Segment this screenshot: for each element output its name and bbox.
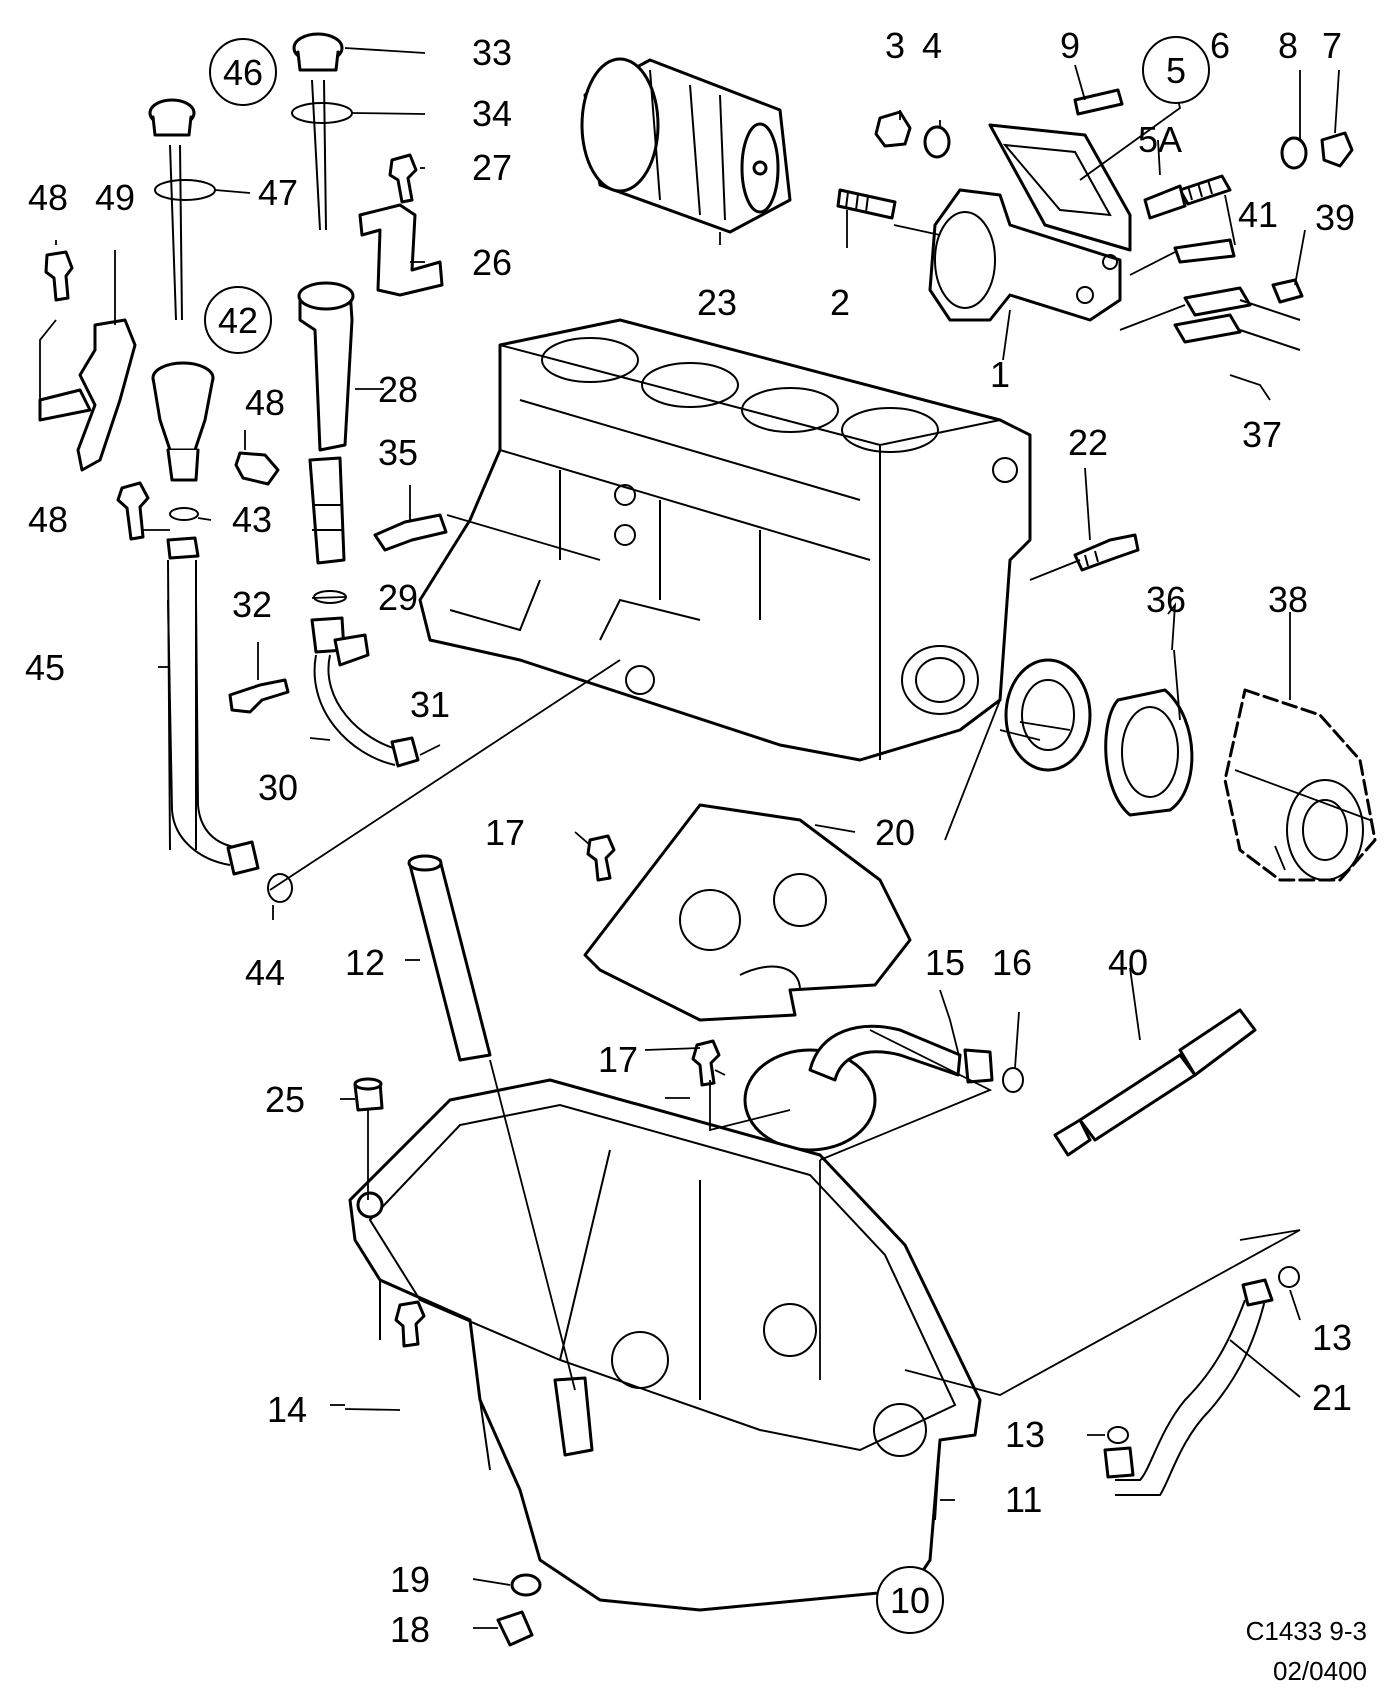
bracket-26 — [358, 203, 444, 297]
circled-callouts: 46 42 5 10 — [204, 36, 1210, 1634]
callout-20: 20 — [875, 812, 915, 853]
callout-48b: 48 — [245, 382, 285, 423]
callout-38: 38 — [1268, 579, 1308, 620]
callout-4: 4 — [922, 25, 942, 66]
callout-33: 33 — [472, 32, 512, 73]
oil-filter — [580, 57, 792, 234]
oil-pickup-15 — [743, 1024, 1024, 1152]
plug-25 — [353, 1077, 384, 1112]
callout-44: 44 — [245, 952, 285, 993]
callout-35: 35 — [378, 432, 418, 473]
windage-plate-20 — [583, 803, 912, 1022]
callout-26: 26 — [472, 242, 512, 283]
callout-11: 11 — [1005, 1479, 1042, 1520]
callout-19: 19 — [390, 1559, 430, 1600]
stud-2 — [836, 188, 897, 220]
callout-15: 15 — [925, 942, 965, 983]
filler-neck — [151, 361, 215, 851]
return-pipe-21 — [1103, 1266, 1300, 1496]
callout-36: 36 — [1146, 579, 1186, 620]
callout-48c: 48 — [28, 499, 68, 540]
callout-6: 6 — [1210, 25, 1230, 66]
diagram-date: 02/0400 — [1273, 1656, 1367, 1686]
callout-labels: 1 2 3 4 5A 6 7 8 9 11 12 13 13 14 15 16 … — [25, 25, 1355, 1650]
callout-1: 1 — [990, 354, 1010, 395]
oil-pan — [348, 1078, 982, 1612]
callout-29: 29 — [378, 577, 418, 618]
oil-filter-bracket — [928, 123, 1132, 322]
callout-34: 34 — [472, 93, 512, 134]
callout-30: 30 — [258, 767, 298, 808]
callout-2: 2 — [830, 282, 850, 323]
bolts — [44, 153, 721, 1348]
circled-callout-42: 42 — [218, 300, 258, 341]
footer: C1433 9-3 02/0400 — [1246, 1616, 1367, 1686]
callout-9: 9 — [1060, 25, 1080, 66]
diagram-code: C1433 9-3 — [1246, 1616, 1367, 1646]
callout-41: 41 — [1238, 194, 1278, 235]
leader-lines — [39, 47, 1371, 1629]
sprocket-36 — [1004, 658, 1092, 772]
circled-callout-5: 5 — [1166, 50, 1186, 91]
callout-5a: 5A — [1138, 119, 1182, 160]
callout-3: 3 — [885, 25, 905, 66]
fittings-top-right — [874, 88, 1354, 351]
callout-47: 47 — [258, 172, 298, 213]
drain-plug — [496, 1573, 542, 1647]
sensor-22 — [1073, 533, 1140, 572]
cover-38 — [1223, 688, 1377, 882]
circle-10 — [876, 1566, 944, 1634]
dipstick-33 — [291, 32, 353, 231]
circled-callout-10: 10 — [890, 1580, 930, 1621]
callout-43: 43 — [232, 499, 272, 540]
callout-39: 39 — [1315, 197, 1355, 238]
circled-callout-46: 46 — [223, 52, 263, 93]
dipstick-tube — [297, 281, 420, 768]
circle-5 — [1142, 36, 1210, 104]
callout-37: 37 — [1242, 414, 1282, 455]
callout-12: 12 — [345, 942, 385, 983]
ring-36 — [1104, 688, 1194, 817]
callout-31: 31 — [410, 684, 450, 725]
callout-21: 21 — [1312, 1377, 1352, 1418]
callout-13a: 13 — [1312, 1317, 1352, 1358]
callout-7: 7 — [1322, 25, 1342, 66]
dipstick-47 — [148, 98, 216, 321]
callout-45: 45 — [25, 647, 65, 688]
callout-27: 27 — [472, 147, 512, 188]
callout-28: 28 — [378, 369, 418, 410]
callout-23: 23 — [697, 282, 737, 323]
callout-32: 32 — [232, 584, 272, 625]
callout-40: 40 — [1108, 942, 1148, 983]
pipe-12 — [407, 854, 492, 1062]
callout-22: 22 — [1068, 422, 1108, 463]
callout-25: 25 — [265, 1079, 305, 1120]
callout-18: 18 — [390, 1609, 430, 1650]
callout-14: 14 — [267, 1389, 307, 1430]
engine-block — [418, 318, 1032, 762]
callout-16: 16 — [992, 942, 1032, 983]
pipe-45 — [167, 599, 293, 903]
callout-13b: 13 — [1005, 1414, 1045, 1455]
callout-17a: 17 — [485, 812, 525, 853]
sensor-35 — [373, 513, 448, 552]
circle-46 — [209, 38, 277, 106]
callout-48a: 48 — [28, 177, 68, 218]
circle-42 — [204, 286, 272, 354]
sealant-tube-40 — [1053, 1008, 1257, 1157]
bracket-49 — [38, 318, 137, 472]
callout-49: 49 — [95, 177, 135, 218]
callout-17b: 17 — [598, 1039, 638, 1080]
callout-8: 8 — [1278, 25, 1298, 66]
